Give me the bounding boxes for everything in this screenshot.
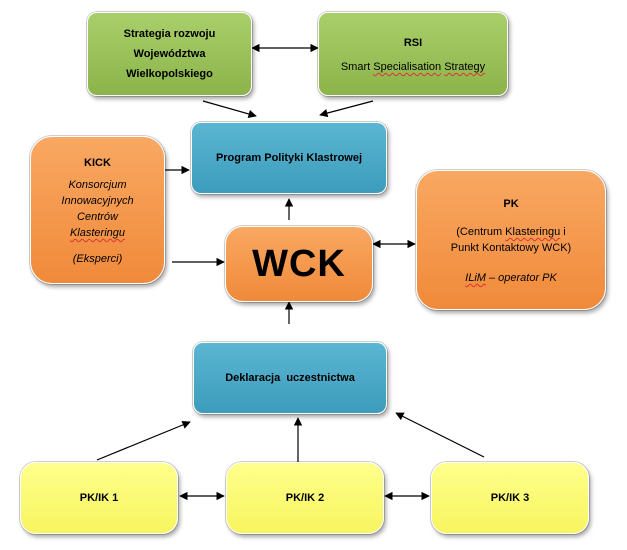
node-strategia-line-1: Strategia rozwoju [123,28,216,40]
node-pkik3: PK/IK 3 [431,462,589,534]
node-pkik2: PK/IK 2 [226,462,384,534]
node-rsi: RSI Smart Specialisation Strategy [318,12,508,96]
edge-strategia-program [202,100,257,118]
edge-rsi-program [319,100,374,118]
node-kick-line-1: Konsorcjum [68,179,127,191]
node-wck: WCK [225,226,373,302]
node-kick-line-4: Klasteringu [69,227,126,239]
node-pk-line-3: ILiM – operator PK [465,270,557,286]
node-pk-line-1: (Centrum Klasteringu i [456,224,565,240]
node-deklaracja-label: Deklaracja uczestnictwa [225,372,355,384]
node-pk-line-1-part-3: i [560,226,566,238]
node-pkik2-label: PK/IK 2 [285,492,325,504]
node-rsi-subtitle-part-1: Smart [340,61,374,73]
node-pkik3-label: PK/IK 3 [490,492,530,504]
node-strategia-line-3: Wielkopolskiego [126,68,213,80]
edge-pkik3-deklaracja [395,412,485,458]
node-strategia-line-2: Województwa [133,48,206,60]
node-pk-line-2: Punkt Kontaktowy WCK) [450,242,572,254]
node-pk-title: PK [503,198,519,210]
node-wck-label: WCK [252,242,346,285]
node-pkik1-label: PK/IK 1 [79,492,119,504]
node-pk-line-3-part-2: – operator PK [485,272,557,284]
node-rsi-subtitle: Smart Specialisation Strategy [341,59,485,75]
node-strategia: Strategia rozwoju Województwa Wielkopols… [87,12,252,96]
node-pk-line-1-part-2: Klasteringu [505,226,561,238]
node-rsi-subtitle-part-2: Specialisation [373,61,442,73]
node-pk-line-3-part-1: ILiM [465,272,486,284]
node-rsi-title: RSI [403,37,423,49]
node-kick: KICK Konsorcjum Innowacyjnych Centrów Kl… [30,136,165,284]
edge-pkik1-deklaracja [96,420,191,461]
node-rsi-subtitle-part-4: Strategy [444,61,486,73]
node-deklaracja: Deklaracja uczestnictwa [193,342,387,414]
node-program-label: Program Polityki Klastrowej [215,152,363,164]
node-pk: PK (Centrum Klasteringu i Punkt Kontakto… [416,170,606,310]
node-kick-line-5: (Eksperci) [72,253,123,265]
node-program: Program Polityki Klastrowej [191,122,387,194]
node-kick-title: KICK [84,157,111,169]
node-kick-line-3: Centrów [77,211,118,223]
node-pkik1: PK/IK 1 [20,462,178,534]
node-kick-line-2: Innowacyjnych [61,195,134,207]
node-pk-line-1-part-1: (Centrum [456,226,506,238]
